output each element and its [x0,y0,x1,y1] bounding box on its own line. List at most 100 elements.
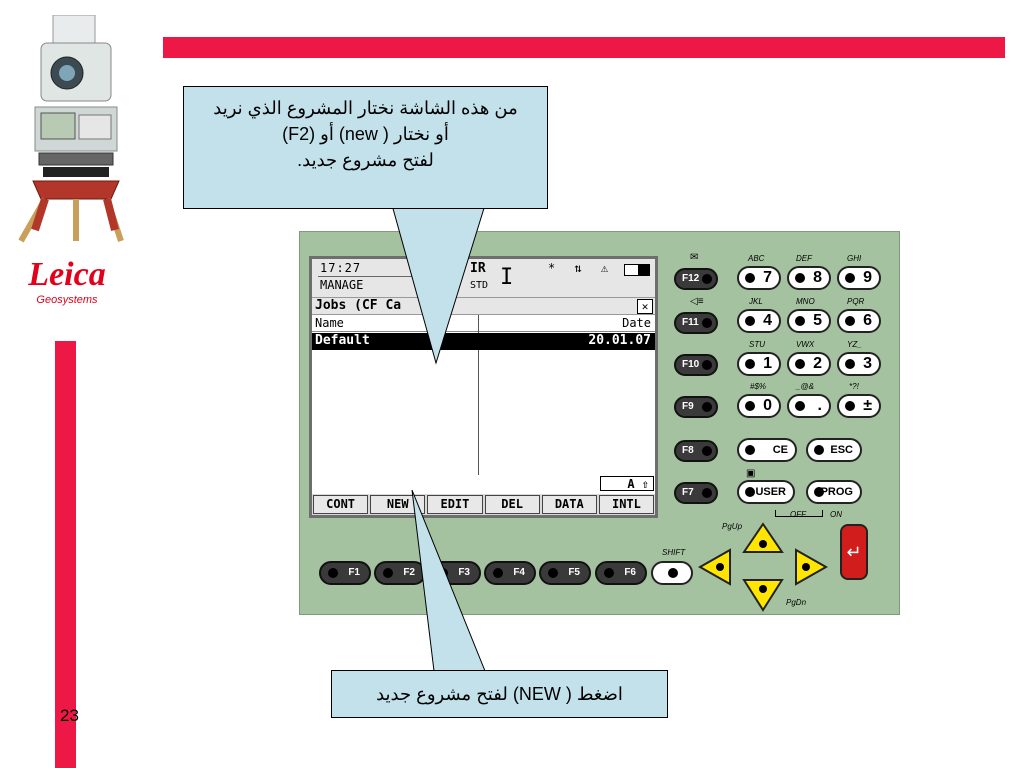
softkey-intl[interactable]: INTL [598,495,655,514]
key-label-stu: STU [749,340,765,349]
key-8-label: 8 [813,269,822,286]
softkey-cont[interactable]: CONT [313,495,369,514]
leica-logo-subtext: Geosystems [36,294,98,306]
leica-logo-text: Leica [28,256,106,293]
arrow-right-key[interactable] [795,548,828,586]
softkey-data[interactable]: DATA [541,495,597,514]
device-screen: 17:27 MANAGE IR STD I * ⇅ ⚠ Jobs (CF Ca … [309,256,658,518]
key-3[interactable]: 3 [837,352,881,376]
f7-key[interactable]: F7 [674,482,718,504]
key-dot[interactable]: . [787,394,831,418]
status-ir: IR [470,261,486,276]
f6-key-label: F6 [624,567,636,578]
key-4-label: 4 [763,312,772,329]
instruction-callout-bottom: اضغط ( NEW) لفتح مشروع جديد [331,670,668,718]
side-red-bar [55,341,76,768]
header-red-bar [163,37,1005,58]
f7-key-label: F7 [682,487,694,498]
row-name: Default [315,333,370,348]
key-6-label: 6 [863,312,872,329]
key-1[interactable]: 1 [737,352,781,376]
f11-key-label: F11 [682,317,699,328]
f8-key[interactable]: F8 [674,440,718,462]
instruction-callout-top: من هذه الشاشة نختار المشروع الذي نريد أو… [183,86,548,209]
screen-title: Jobs (CF Ca [315,298,402,313]
key-5[interactable]: 5 [787,309,831,333]
arrow-pad [698,522,828,612]
status-icons: * ⇅ ⚠ [548,261,615,275]
key-label-jkl: JKL [749,297,763,306]
page-number: 23 [60,706,79,725]
key-label-symbols-2: _@& [796,382,814,391]
f5-key[interactable]: F5 [539,561,591,585]
arrow-up-key[interactable] [742,522,784,553]
key-label-def: DEF [796,254,812,263]
key-1-label: 1 [763,355,772,372]
key-8[interactable]: 8 [787,266,831,290]
f11-key[interactable]: F11 [674,312,718,334]
esc-key[interactable]: ESC [806,438,862,462]
column-divider [478,315,479,475]
f1-key[interactable]: F1 [319,561,371,585]
key-2-label: 2 [813,355,822,372]
bottom-callout-pointer [411,489,486,672]
softkey-edit[interactable]: EDIT [427,495,483,514]
f2-key-label: F2 [403,567,415,578]
f4-key[interactable]: F4 [484,561,536,585]
key-0-label: 0 [763,397,772,414]
f1-key-label: F1 [348,567,360,578]
top-callout-pointer [391,205,486,365]
key-9[interactable]: 9 [837,266,881,290]
f12-key[interactable]: F12 [674,268,718,290]
softkey-bar: CONT NEW EDIT DEL DATA INTL [312,494,655,515]
f10-key[interactable]: F10 [674,354,718,376]
key-label-symbols-3: *?! [849,382,859,391]
f8-key-label: F8 [682,445,694,456]
total-station-illustration [18,15,124,243]
f12-key-label: F12 [682,273,700,284]
column-header-date[interactable]: Date [622,316,651,330]
key-2[interactable]: 2 [787,352,831,376]
user-key-icon: ▣ [746,468,756,479]
key-3-label: 3 [863,355,872,372]
status-bar: 17:27 MANAGE IR STD I * ⇅ ⚠ [312,259,655,298]
f4-key-label: F4 [513,567,525,578]
key-4[interactable]: 4 [737,309,781,333]
column-header-name[interactable]: Name [315,316,344,330]
enter-key[interactable]: ↵ [840,524,868,580]
pgup-label: PgUp [722,522,743,531]
status-time: 17:27 [320,261,362,275]
backlight-icon: ◁≡ [690,296,704,307]
on-label: ON [830,510,842,519]
key-label-mno: MNO [796,297,815,306]
key-label-vwx: VWX [796,340,815,349]
softkey-del[interactable]: DEL [484,495,540,514]
cursor-icon: I [500,265,514,290]
key-plusminus[interactable]: ± [837,394,881,418]
key-label-abc: ABC [748,254,765,263]
battery-icon [624,264,650,276]
arrow-down-key[interactable] [742,579,784,612]
key-label-pqr: PQR [847,297,865,306]
f6-key[interactable]: F6 [595,561,647,585]
status-std: STD [470,280,489,291]
key-7[interactable]: 7 [737,266,781,290]
key-label-yz: YZ_ [847,340,862,349]
row-date: 20.01.07 [588,333,651,348]
user-key[interactable]: USER [737,480,795,504]
key-9-label: 9 [863,269,872,286]
key-0[interactable]: 0 [737,394,781,418]
input-mode-indicator: A ⇧ [600,476,654,491]
arrow-left-key[interactable] [698,548,731,586]
shift-key[interactable] [651,561,693,585]
softkey-new[interactable]: NEW [370,495,426,514]
table-row[interactable]: Default 20.01.07 [312,333,655,350]
envelope-icon: ✉ [690,252,699,263]
ce-key[interactable]: CE [737,438,797,462]
shift-label: SHIFT [662,548,686,557]
status-divider [318,276,414,277]
f9-key[interactable]: F9 [674,396,718,418]
close-button[interactable]: ✕ [637,299,653,314]
key-6[interactable]: 6 [837,309,881,333]
prog-key[interactable]: PROG [806,480,862,504]
